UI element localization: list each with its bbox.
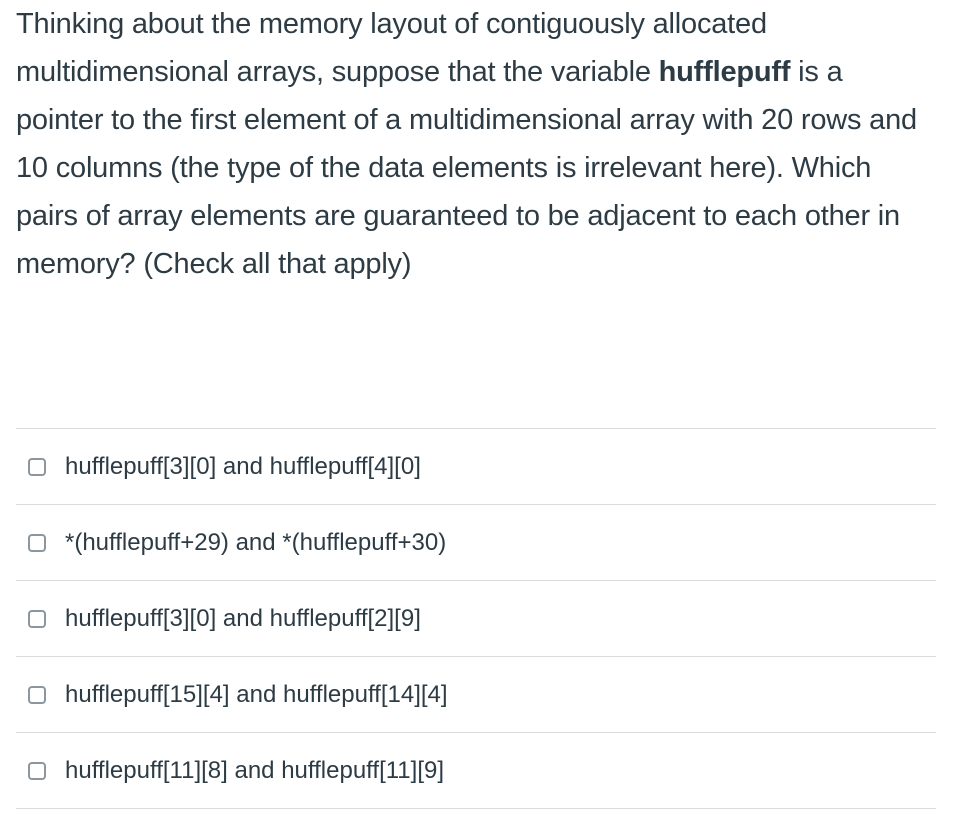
answer-option-1[interactable]: hufflepuff[3][0] and hufflepuff[4][0] — [16, 429, 936, 505]
question-variable: hufflepuff — [658, 56, 791, 88]
checkbox[interactable] — [28, 761, 46, 780]
answer-option-2[interactable]: *(hufflepuff+29) and *(hufflepuff+30) — [16, 505, 936, 581]
checkbox[interactable] — [28, 685, 46, 704]
answer-option-3[interactable]: hufflepuff[3][0] and hufflepuff[2][9] — [16, 581, 936, 657]
checkbox[interactable] — [28, 533, 46, 552]
answer-option-5[interactable]: hufflepuff[11][8] and hufflepuff[11][9] — [16, 733, 936, 809]
question-text: Thinking about the memory layout of cont… — [16, 0, 936, 288]
answer-label[interactable]: hufflepuff[11][8] and hufflepuff[11][9] — [65, 756, 444, 784]
answer-option-4[interactable]: hufflepuff[15][4] and hufflepuff[14][4] — [16, 657, 936, 733]
answer-label[interactable]: hufflepuff[3][0] and hufflepuff[2][9] — [65, 604, 421, 632]
checkbox[interactable] — [28, 609, 46, 628]
question-part-1: Thinking about the memory layout of cont… — [16, 8, 767, 88]
answer-label[interactable]: hufflepuff[3][0] and hufflepuff[4][0] — [65, 452, 421, 480]
question-part-2: is a pointer to the first element of a m… — [16, 56, 917, 280]
answer-label[interactable]: hufflepuff[15][4] and hufflepuff[14][4] — [65, 680, 448, 708]
answer-list: hufflepuff[3][0] and hufflepuff[4][0] *(… — [16, 428, 936, 809]
checkbox[interactable] — [28, 457, 46, 476]
answer-label[interactable]: *(hufflepuff+29) and *(hufflepuff+30) — [65, 528, 447, 556]
question-paragraph: Thinking about the memory layout of cont… — [16, 0, 936, 288]
